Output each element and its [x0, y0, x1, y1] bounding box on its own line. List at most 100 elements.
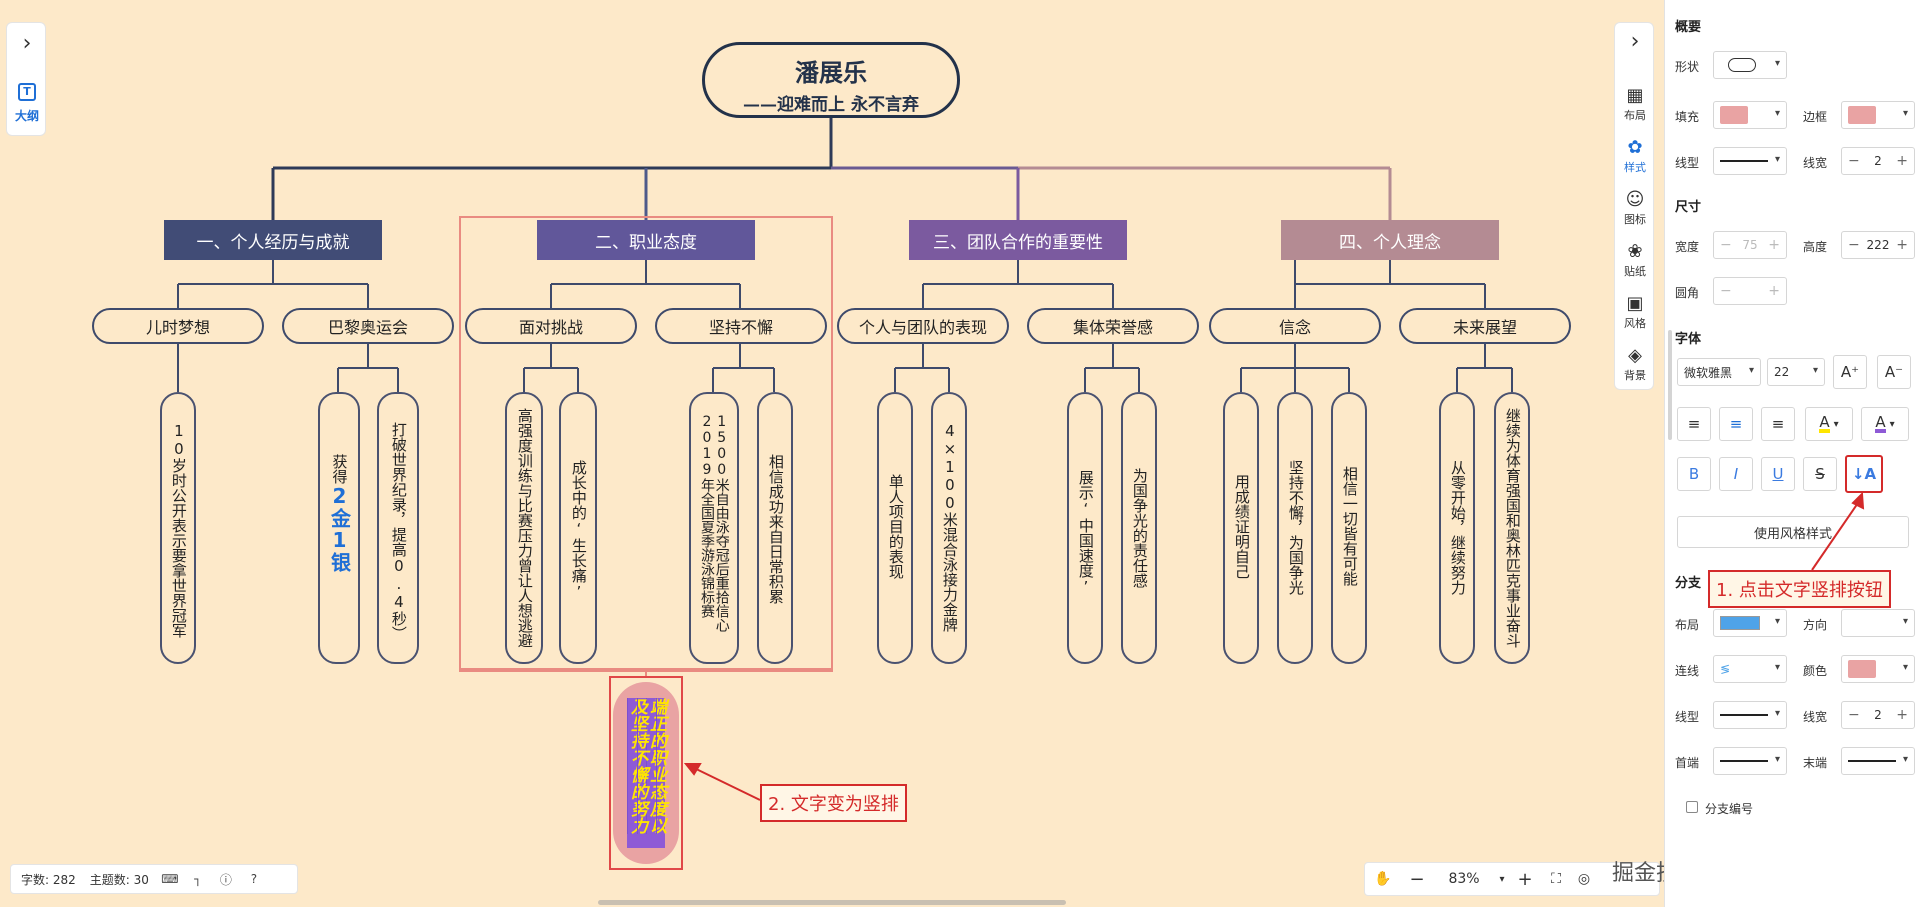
align-left-button[interactable]: ≡: [1677, 407, 1711, 441]
style-panel: 概要 形状 ▾ 填充 ▾ 边框 ▾ 线型 ▾ 线宽 −2+ 尺寸 宽度 −75+…: [1664, 0, 1920, 907]
chevron-right-icon[interactable]: ›: [22, 31, 32, 56]
toolbar-item-theme[interactable]: ▣风格: [1615, 293, 1655, 331]
leaf-topic[interactable]: 成长中的‘生长痛’: [559, 392, 597, 664]
horizontal-scrollbar[interactable]: [598, 900, 1066, 905]
minus-icon[interactable]: −: [1720, 283, 1732, 299]
toolbar-item-style[interactable]: ✿样式: [1615, 137, 1655, 175]
structure-icon[interactable]: ┐: [194, 872, 202, 886]
subtopic[interactable]: 巴黎奥运会: [282, 308, 454, 344]
subtopic[interactable]: 未来展望: [1399, 308, 1571, 344]
branch-numbering-checkbox[interactable]: [1686, 801, 1698, 813]
subtopic[interactable]: 集体荣誉感: [1027, 308, 1199, 344]
leaf-topic[interactable]: 用成绩证明自己: [1223, 392, 1259, 664]
radius-stepper[interactable]: −+: [1713, 277, 1787, 305]
line-type-select[interactable]: ▾: [1713, 147, 1787, 175]
branch-topic-2[interactable]: 二、职业态度: [537, 220, 755, 260]
branch-topic-4[interactable]: 四、个人理念: [1281, 220, 1499, 260]
zoom-in-button[interactable]: +: [1517, 868, 1533, 890]
minus-icon[interactable]: −: [1720, 237, 1732, 253]
zoom-out-button[interactable]: −: [1409, 868, 1425, 890]
line-width-stepper[interactable]: −2+: [1841, 147, 1915, 175]
align-center-button[interactable]: ≡: [1719, 407, 1753, 441]
font-size-select[interactable]: 22▾: [1767, 358, 1825, 386]
section-overview-title: 概要: [1675, 20, 1702, 35]
leaf-topic[interactable]: 展示‘中国速度’: [1067, 392, 1103, 664]
toolbar-item-layout[interactable]: ▦布局: [1615, 85, 1655, 123]
collapse-panel-button[interactable]: ›: [1615, 31, 1655, 53]
minus-icon[interactable]: −: [1848, 707, 1860, 723]
underline-button[interactable]: U: [1761, 457, 1795, 491]
outline-icon[interactable]: T: [18, 83, 36, 101]
keyboard-icon[interactable]: ⌨: [161, 872, 179, 886]
branch-layout-select[interactable]: ▾: [1713, 609, 1787, 637]
width-stepper[interactable]: −75+: [1713, 231, 1787, 259]
leaf-topic[interactable]: 单人项目的表现: [877, 392, 913, 664]
zoom-level[interactable]: 83%: [1448, 871, 1480, 887]
apply-theme-style-button[interactable]: 使用风格样式: [1677, 516, 1909, 548]
mindmap-canvas[interactable]: 潘展乐 ——迎难而上 永不言弃 一、个人经历与成就 二、职业态度 三、团队合作的…: [0, 0, 1664, 907]
vertical-text-button[interactable]: ↓A: [1845, 455, 1883, 493]
leaf-topic[interactable]: 相信一切皆有可能: [1331, 392, 1367, 664]
leaf-topic[interactable]: 从零开始，继续努力: [1439, 392, 1475, 664]
summary-topic[interactable]: 端正的职业态度以及坚持不懈的努力: [613, 682, 679, 864]
italic-button[interactable]: I: [1719, 457, 1753, 491]
font-family-select[interactable]: 微软雅黑▾: [1677, 358, 1761, 386]
plus-icon[interactable]: +: [1896, 707, 1908, 723]
plus-icon[interactable]: +: [1768, 237, 1780, 253]
leaf-topic[interactable]: 获得2金1银: [318, 392, 360, 664]
increase-font-button[interactable]: A⁺: [1833, 355, 1867, 389]
locate-icon[interactable]: ◎: [1577, 871, 1591, 887]
plus-icon[interactable]: +: [1768, 283, 1780, 299]
leaf-topic[interactable]: 为国争光的责任感: [1121, 392, 1157, 664]
leaf-topic[interactable]: 高强度训练与比赛压力曾让人想逃避: [505, 392, 543, 664]
leaf-topic[interactable]: 相信成功来自日常积累: [757, 392, 793, 664]
strikethrough-button[interactable]: S: [1803, 457, 1837, 491]
leaf-topic[interactable]: 4×100米混合泳接力金牌: [931, 392, 967, 664]
leaf-topic[interactable]: 10岁时公开表示要拿世界冠军: [160, 392, 196, 664]
subtopic[interactable]: 面对挑战: [465, 308, 637, 344]
leaf-topic[interactable]: 继续为体育强国和奥林匹克事业奋斗: [1494, 392, 1530, 664]
plus-icon[interactable]: +: [1896, 237, 1908, 253]
chevron-down-icon: ▾: [1889, 418, 1895, 430]
toolbar-item-sticker[interactable]: ❀贴纸: [1615, 241, 1655, 279]
branch-topic-3[interactable]: 三、团队合作的重要性: [909, 220, 1127, 260]
leaf-topic[interactable]: 打破世界纪录，提高0.4秒）: [377, 392, 419, 664]
height-stepper[interactable]: −222+: [1841, 231, 1915, 259]
toolbar-item-background[interactable]: ◈背景: [1615, 345, 1655, 383]
leaf-topic[interactable]: 1500米自由泳夺冠后重拾信心2019年全国夏季游泳锦标赛: [689, 392, 739, 664]
branch-line-type-select[interactable]: ▾: [1713, 701, 1787, 729]
line-start-select[interactable]: ▾: [1713, 747, 1787, 775]
panel-scrollbar[interactable]: [1668, 330, 1672, 440]
line-end-select[interactable]: ▾: [1841, 747, 1915, 775]
connector-style-select[interactable]: ≶▾: [1713, 655, 1787, 683]
info-icon[interactable]: ⓘ: [219, 872, 232, 887]
plus-icon[interactable]: +: [1896, 153, 1908, 169]
leaf-topic[interactable]: 坚持不懈，为国争光: [1277, 392, 1313, 664]
leaf-text: 相信成功来自日常积累: [766, 454, 785, 604]
minus-icon[interactable]: −: [1848, 237, 1860, 253]
chevron-down-icon[interactable]: ▾: [1499, 873, 1505, 885]
bold-button[interactable]: B: [1677, 457, 1711, 491]
subtopic[interactable]: 个人与团队的表现: [837, 308, 1009, 344]
outline-label[interactable]: 大纲: [14, 109, 39, 123]
subtopic[interactable]: 信念: [1209, 308, 1381, 344]
shape-select[interactable]: ▾: [1713, 51, 1787, 79]
branch-direction-select[interactable]: ▾: [1841, 609, 1915, 637]
hand-icon[interactable]: ✋: [1374, 871, 1392, 887]
text-color-button[interactable]: A▾: [1805, 407, 1853, 441]
align-right-button[interactable]: ≡: [1761, 407, 1795, 441]
fit-screen-icon[interactable]: ⛶: [1551, 871, 1561, 887]
subtopic[interactable]: 儿时梦想: [92, 308, 264, 344]
toolbar-item-icon[interactable]: ☺图标: [1615, 189, 1655, 227]
decrease-font-button[interactable]: A⁻: [1877, 355, 1911, 389]
minus-icon[interactable]: −: [1848, 153, 1860, 169]
highlight-color-button[interactable]: A▾: [1861, 407, 1909, 441]
help-icon[interactable]: ?: [250, 872, 258, 886]
subtopic[interactable]: 坚持不懈: [655, 308, 827, 344]
branch-line-width-stepper[interactable]: −2+: [1841, 701, 1915, 729]
fill-color-select[interactable]: ▾: [1713, 101, 1787, 129]
border-color-select[interactable]: ▾: [1841, 101, 1915, 129]
branch-topic-1[interactable]: 一、个人经历与成就: [164, 220, 382, 260]
branch-color-select[interactable]: ▾: [1841, 655, 1915, 683]
root-topic[interactable]: 潘展乐 ——迎难而上 永不言弃: [702, 42, 960, 118]
